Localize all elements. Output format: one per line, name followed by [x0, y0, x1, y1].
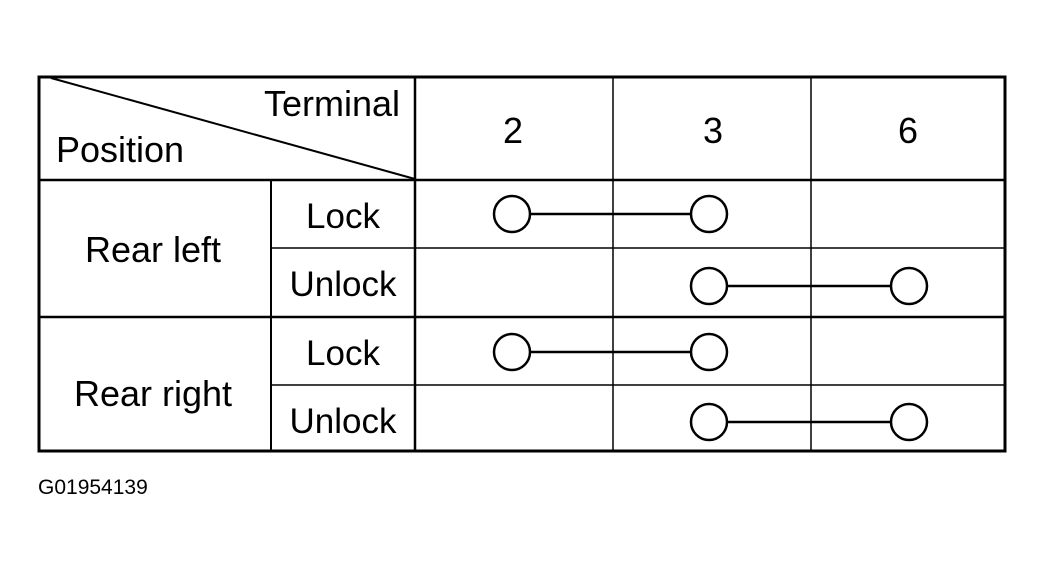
table-frame: [37, 75, 1007, 453]
corner-label-position: Position: [56, 129, 184, 170]
terminal-circle-g1-r1-t3: [689, 402, 729, 442]
terminal-header-3: 3: [703, 110, 723, 151]
position-label-rear-left-lock: Lock: [306, 197, 380, 236]
figure-id: G01954139: [38, 476, 148, 499]
corner-diagonal: [50, 77, 416, 180]
terminal-circle-g0-r1-t6: [889, 266, 929, 306]
position-label-rear-right-lock: Lock: [306, 334, 380, 373]
terminal-header-2: 2: [503, 110, 523, 151]
terminal-circle-g0-r0-t2: [492, 194, 532, 234]
terminal-circle-g1-r0-t2: [492, 332, 532, 372]
corner-label-terminal: Terminal: [264, 83, 400, 124]
terminal-circle-g0-r1-t3: [689, 266, 729, 306]
terminal-header-6: 6: [898, 110, 918, 151]
group-label-rear-right: Rear right: [74, 373, 232, 414]
continuity-marks: [492, 194, 929, 442]
group-label-rear-left: Rear left: [85, 229, 221, 270]
terminal-circle-g0-r0-t3: [689, 194, 729, 234]
terminal-circle-g1-r0-t3: [689, 332, 729, 372]
position-label-rear-right-unlock: Unlock: [290, 402, 397, 441]
terminal-circle-g1-r1-t6: [889, 402, 929, 442]
position-label-rear-left-unlock: Unlock: [290, 265, 397, 304]
